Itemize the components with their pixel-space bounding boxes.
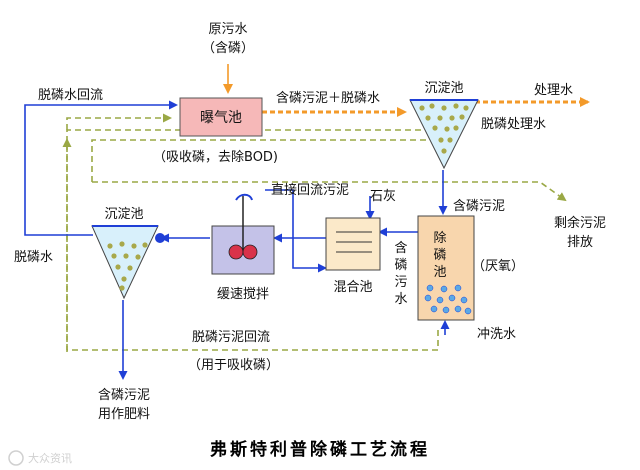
blue-flow-lines (24, 100, 450, 380)
watermark-text: 大众资讯 (28, 451, 72, 465)
dephos-sludge-return-label: 脱磷污泥回流 (192, 330, 270, 345)
raw-sewage-label: 原污水 (208, 22, 247, 37)
orange-flows (223, 64, 590, 117)
mixer-blade-left (228, 244, 244, 260)
mixing-tank-label: 混合池 (333, 280, 372, 295)
stripper-char-1: 除 (433, 231, 446, 246)
watermark: 大众资讯 (8, 450, 72, 466)
for-p-absorb-label: （用于吸收磷） (188, 358, 279, 373)
pump-dot (155, 233, 165, 243)
p-sewage-char-2: 磷 (394, 258, 407, 273)
aeration-tank-label: 曝气池 (200, 110, 242, 126)
settling-tank-top-particles (419, 103, 469, 154)
slow-mixer-tank (211, 193, 275, 275)
settling-tank-top (409, 99, 479, 170)
p-sludge-right-label: 含磷污泥 (453, 198, 505, 214)
excess-sludge-line (91, 139, 565, 200)
p-sewage-char-4: 水 (394, 292, 407, 307)
flush-water-label: 冲洗水 (477, 327, 516, 342)
stripper-char-3: 池 (433, 265, 446, 280)
stripper-particles (424, 284, 472, 315)
aeration-note: （吸收磷，去除BOD) (153, 150, 278, 165)
dephos-treated-water-label: 脱磷处理水 (481, 117, 546, 132)
stripper-tank (417, 215, 475, 321)
dephos-water-return-line (24, 100, 178, 236)
settling-tank-left-label: 沉淀池 (104, 207, 143, 222)
fertilizer-label-2: 用作肥料 (98, 407, 150, 422)
p-sewage-char-3: 污 (394, 275, 407, 290)
watermark-logo-icon (8, 450, 24, 466)
excess-sludge-label-2: 排放 (567, 235, 593, 250)
lime-label: 石灰 (370, 189, 396, 204)
settling-tank-top-label: 沉淀池 (424, 81, 463, 96)
settling-tank-left (91, 225, 159, 300)
direct-return-sludge-line (265, 189, 327, 273)
stripper-char-2: 磷 (433, 248, 446, 263)
treated-water-label: 处理水 (534, 83, 573, 98)
sludge-return-bottom (67, 330, 439, 351)
anaerobic-label: （厌氧） (472, 259, 524, 274)
mixer-motor-icon (235, 193, 253, 201)
mixing-tank (325, 217, 381, 271)
sludge-return-into-aeration (66, 113, 172, 130)
diagram-title: 弗斯特利普除磷工艺流程 (210, 439, 430, 460)
settling-tank-left-particles (107, 241, 148, 291)
sludge-water-label: 含磷污泥＋脱磷水 (276, 90, 380, 106)
dephos-water-left-label: 脱磷水 (14, 250, 53, 265)
slow-mixing-label: 缓速搅拌 (217, 286, 269, 302)
green-dashed-lines (62, 113, 565, 352)
return-water-label: 脱磷水回流 (38, 88, 103, 103)
excess-sludge-label-1: 剩余污泥 (554, 215, 606, 231)
aeration-tank (179, 97, 263, 137)
raw-sewage-note: （含磷） (202, 40, 254, 56)
mixer-blade-right (242, 244, 258, 260)
p-sewage-char-1: 含 (394, 240, 407, 256)
direct-return-sludge-label: 直接回流污泥 (271, 182, 349, 198)
fertilizer-label-1: 含磷污泥 (98, 387, 150, 403)
